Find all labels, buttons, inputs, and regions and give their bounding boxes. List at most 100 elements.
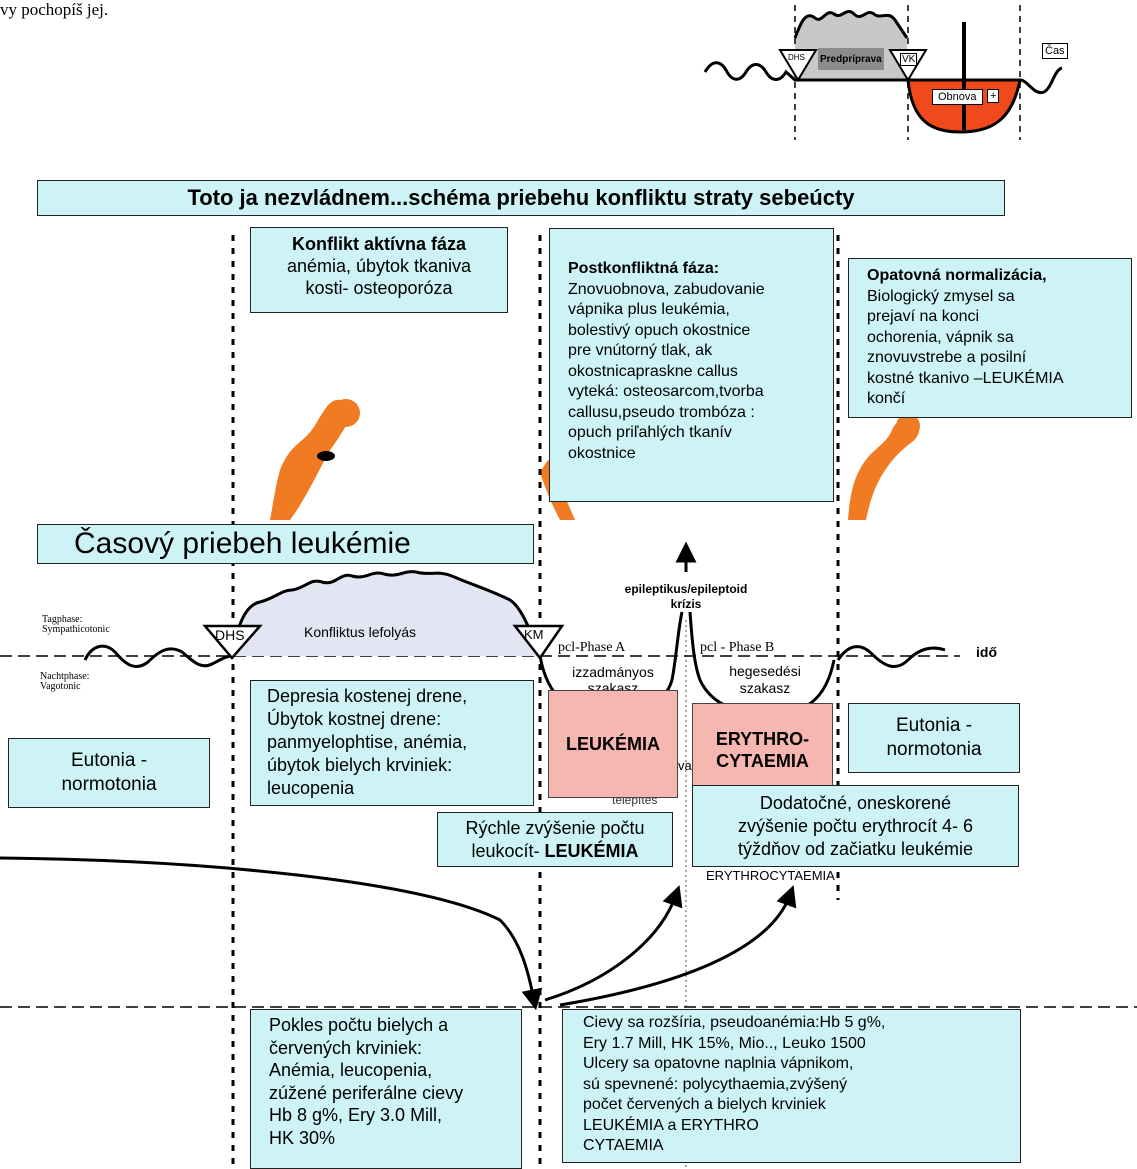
conflict-course-label: Konfliktus lefolyás xyxy=(304,624,417,640)
vessels-line-6: LEUKÉMIA a ERYTHRO xyxy=(583,1116,759,1134)
vagotonic-text: Vagotonic xyxy=(40,681,81,692)
konflikt-title: Konflikt aktívna fáza xyxy=(291,234,467,254)
depression-line-4: úbytok bielych krviniek: xyxy=(267,755,453,775)
rapid-increase-box: Rýchle zvýšenie počtu leukocít- LEUKÉMIA xyxy=(437,812,673,867)
eutonia-right-line-1: Eutonia - xyxy=(895,715,973,736)
time-axis-label: idő xyxy=(976,644,997,660)
timeline-title: Časový priebeh leukémie xyxy=(37,524,534,564)
epileptic-crisis-label: epileptikus/epileptoid krízis xyxy=(586,582,786,612)
dhs-label: DHS xyxy=(215,627,245,643)
rapid-increase-line-2: leukocít- LEUKÉMIA xyxy=(438,840,672,863)
decrease-line-2: červených krviniek: xyxy=(269,1037,423,1058)
dhs-triangle xyxy=(202,624,263,660)
depression-line-1: Depresia kostenej drene, xyxy=(267,686,468,706)
pcl-phase-b-label: pcl - Phase B xyxy=(700,640,775,655)
mini-cas-label: Čas xyxy=(1042,43,1068,59)
postconflict-line-4: pre vnútorný tlak, ak xyxy=(568,342,713,359)
depression-line-2: Úbytok kostnej drene: xyxy=(267,709,442,729)
sympathicotonic-text: Sympathicotonic xyxy=(42,624,110,635)
erythro-line-2: CYTAEMIA xyxy=(716,750,809,771)
renormalization-line-4: znovuvstrebe a posilní xyxy=(867,349,1027,366)
vessels-line-4: sú spevnené: polycythaemia,zvýšený xyxy=(583,1075,848,1093)
arrow-to-erythro xyxy=(559,885,797,1007)
decrease-line-1: Pokles počtu bielych a xyxy=(269,1015,449,1035)
depression-line-5: leucopenia xyxy=(267,778,355,798)
tagphase-text: Tagphase: xyxy=(42,614,83,625)
mini-obnova-label: Obnova xyxy=(932,89,983,105)
big-curve-arrow xyxy=(0,856,543,1011)
km-triangle xyxy=(512,624,565,661)
nachtphase-label: Nachtphase: Vagotonic xyxy=(40,672,89,692)
mini-phase-diagram xyxy=(703,5,1063,140)
mini-dhs-triangle xyxy=(778,49,818,82)
renormalization-line-1: Biologický zmysel sa xyxy=(867,287,1015,305)
rapid-increase-prefix: leukocít- xyxy=(471,841,545,861)
km-label: KM xyxy=(524,627,544,642)
rapid-increase-bold: LEUKÉMIA xyxy=(544,841,639,861)
mini-baseline xyxy=(703,61,1063,95)
crisis-text: krízis xyxy=(670,597,702,611)
depression-box: Depresia kostenej drene, Úbytok kostnej … xyxy=(250,680,534,806)
vessels-line-5: počet červených a bielych krviniek xyxy=(583,1096,826,1113)
konflikt-line-1: anémia, úbytok tkaniva xyxy=(286,256,472,276)
eutonia-left-line-2: normotonia xyxy=(61,774,157,795)
baseline-wave-left xyxy=(83,644,234,668)
postconflict-title: Postkonfliktná fáza: xyxy=(568,260,720,277)
renormalization-line-2: prejaví na konci xyxy=(867,308,980,325)
bone-left-icon xyxy=(270,399,360,520)
postconflict-line-1: Znovuobnova, zabudovanie xyxy=(568,280,765,298)
scarring-phase-label: hegesedési szakasz xyxy=(710,663,820,697)
tagphase-label: Tagphase: Sympathicotonic xyxy=(42,615,110,635)
renormalization-box: Opatovná normalizácia, Biologický zmysel… xyxy=(848,258,1132,418)
decrease-line-4: zúžené periferálne cievy xyxy=(269,1082,464,1103)
mini-plus-label: + xyxy=(987,89,1000,103)
conflict-active-area xyxy=(233,571,540,656)
postconflict-line-2: vápnika plus leukémia, xyxy=(568,301,730,318)
scarring-text: hegesedési xyxy=(729,663,801,679)
decrease-cells-box: Pokles počtu bielych a červených krvinie… xyxy=(250,1009,522,1169)
eutonia-left-line-1: Eutonia - xyxy=(70,750,148,771)
mini-vk-label: VK xyxy=(900,53,918,66)
epileptic-text: epileptikus/epileptoid xyxy=(624,582,748,596)
postconflict-line-3: bolestivý opuch okostnice xyxy=(568,321,751,339)
postconflict-phase-box: Postkonfliktná fáza: Znovuobnova, zabudo… xyxy=(549,228,834,502)
renormalization-line-5: kostné tkanivo –LEUKÉMIA xyxy=(867,369,1064,387)
konflikt-active-phase-box: Konflikt aktívna fáza anémia, úbytok tka… xyxy=(250,227,508,313)
eutonia-left-box: Eutonia - normotonia xyxy=(8,738,210,808)
mini-gray-top-squiggle xyxy=(793,9,909,39)
bone-right-icon xyxy=(848,414,920,520)
postconflict-line-8: opuch priľahlých tkanív xyxy=(568,424,732,441)
erythrocytaemia-box: ERYTHRO- CYTAEMIA xyxy=(692,703,833,796)
arrow-to-leukemia xyxy=(544,885,683,1002)
postconflict-line-7: callusu,pseudo trombóza : xyxy=(568,403,755,421)
erythro-line-1: ERYTHRO- xyxy=(715,728,810,749)
vessels-line-1: Cievy sa rozšíria, pseudoanémia:Hb 5 g%, xyxy=(583,1014,886,1031)
mini-dhs-label: DHS xyxy=(788,53,805,62)
konflikt-line-2: kosti- osteoporóza xyxy=(305,278,453,298)
baseline-wave-right xyxy=(836,645,946,669)
delayed-increase-line-3: týždňov od začiatku leukémie xyxy=(737,839,974,859)
eutonia-right-box: Eutonia - normotonia xyxy=(848,703,1020,773)
decrease-line-5: Hb 8 g%, Ery 3.0 Mill, xyxy=(269,1105,443,1125)
nachtphase-text: Nachtphase: xyxy=(40,671,90,682)
scarring-szakasz-text: szakasz xyxy=(739,680,791,696)
renormalization-line-3: ochorenia, vápnik sa xyxy=(867,328,1014,346)
eutonia-right-line-2: normotonia xyxy=(886,739,982,760)
decrease-line-6: HK 30% xyxy=(269,1127,336,1148)
postconflict-line-5: okostnicapraskne callus xyxy=(568,362,738,380)
delayed-increase-box: Dodatočné, oneskorené zvýšenie počtu ery… xyxy=(692,785,1019,867)
vessels-box: Cievy sa rozšíria, pseudoanémia:Hb 5 g%,… xyxy=(562,1009,1021,1163)
banner-title: Toto ja nezvládnem...schéma priebehu kon… xyxy=(37,180,1005,216)
depression-line-3: panmyelophtise, anémia, xyxy=(267,732,468,752)
decrease-line-3: Anémia, leucopenia, xyxy=(269,1060,433,1080)
vessels-line-7: CYTAEMIA xyxy=(583,1137,664,1154)
vessels-line-2: Ery 1.7 Mill, HK 15%, Mio.., Leuko 1500 xyxy=(583,1034,866,1052)
renormalization-title: Opatovná normalizácia, xyxy=(867,267,1047,284)
delayed-increase-line-1: Dodatočné, oneskorené xyxy=(759,793,952,813)
postconflict-line-6: vyteká: osteosarcom,tvorba xyxy=(568,383,764,400)
conflict-active-curve xyxy=(231,570,542,657)
mini-predpriprava-label: Predpríprava xyxy=(820,54,882,65)
postconflict-line-9: okostnice xyxy=(568,444,636,462)
leukemia-box: LEUKÉMIA xyxy=(548,690,678,798)
